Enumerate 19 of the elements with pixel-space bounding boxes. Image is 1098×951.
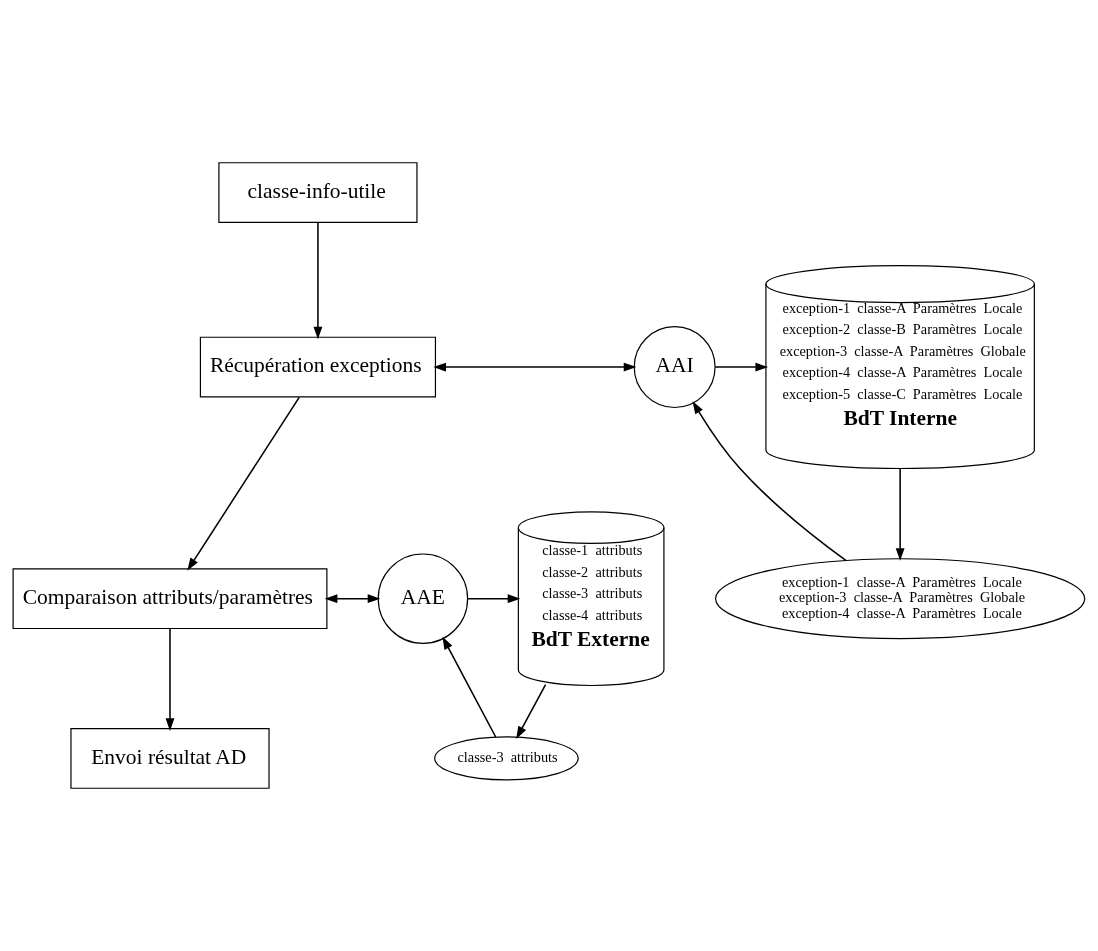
node-circle: AAE <box>377 553 469 644</box>
arrow <box>433 362 637 372</box>
arrow <box>324 594 381 604</box>
arrow <box>442 636 497 738</box>
node-ellipse: classe-3 attributs <box>434 736 579 781</box>
node-box: Récupération exceptions <box>199 336 437 398</box>
node-box: Envoi résultat AD <box>70 728 270 789</box>
arrow <box>692 401 847 562</box>
node-box: Comparaison attributs/paramètres <box>12 568 328 630</box>
node-ellipse: exception-1 classe-A Paramètres Locale exception-3 classe-A Paramètres Globale exception-4 classe-A Paramètres Locale <box>714 558 1086 640</box>
arrow <box>895 468 905 561</box>
arrow <box>165 627 175 731</box>
arrow <box>313 221 323 340</box>
arrow <box>714 362 769 372</box>
node-circle: AAI <box>633 326 716 409</box>
arrow <box>516 683 547 740</box>
arrow <box>467 594 521 604</box>
arrow <box>187 396 300 571</box>
node-box: classe-info-utile <box>218 162 418 223</box>
